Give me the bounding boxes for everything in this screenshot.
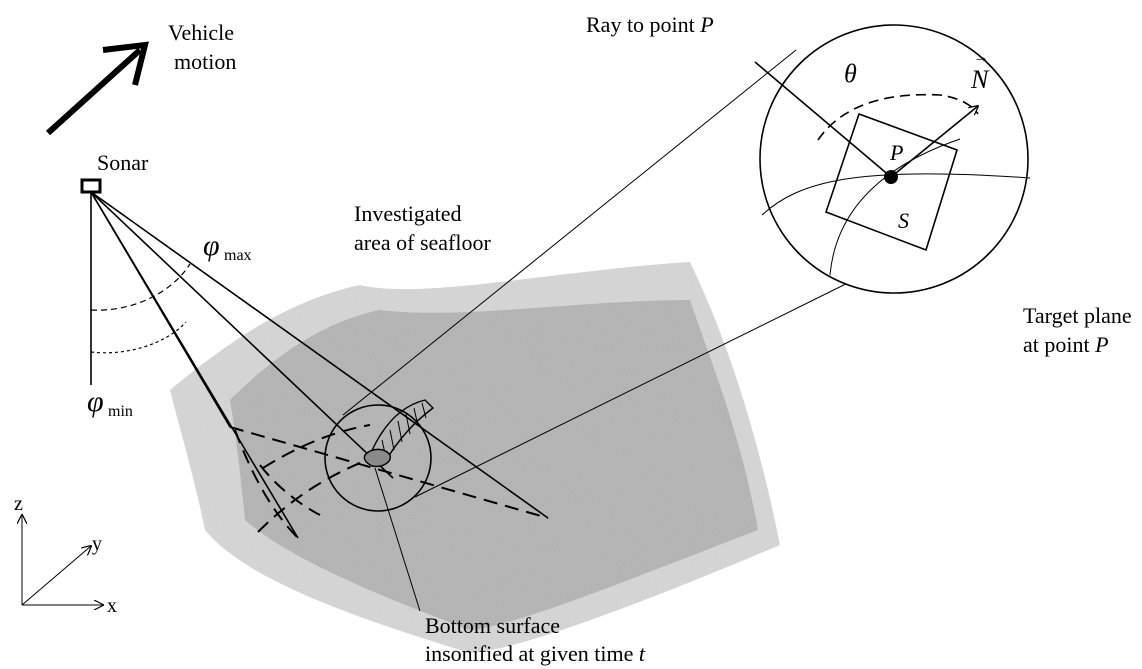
insonified-patch — [363, 399, 435, 468]
zoom-detail-circle — [754, 24, 1031, 294]
axis-z-label: z — [14, 493, 23, 515]
sonar-label: Sonar — [97, 150, 149, 175]
zoom-connector-lines — [342, 49, 875, 498]
vehicle-motion-label-line2: motion — [174, 49, 236, 74]
footprint-dashed-lines — [229, 424, 549, 539]
axis-y-label: y — [92, 533, 102, 555]
phi-max-symbol: φ — [203, 229, 220, 262]
plane-s-label: S — [898, 208, 909, 233]
seafloor-surface — [170, 262, 780, 653]
investigated-area-label-line2: area of seafloor — [354, 230, 491, 255]
phi-max-subscript: max — [224, 247, 252, 264]
vehicle-motion-label-line1: Vehicle — [168, 20, 234, 45]
coordinate-axes — [22, 515, 103, 605]
phi-min-arc — [90, 321, 187, 354]
point-p-label: P — [889, 140, 903, 165]
target-plane-label-line2: at point P — [1023, 332, 1109, 357]
phi-min-symbol: φ — [87, 385, 104, 418]
theta-label: θ — [844, 59, 857, 88]
normal-vector-arrow-glyph: → — [973, 49, 989, 66]
point-p-dot — [884, 170, 898, 184]
normal-vector-label: N — [970, 65, 990, 94]
sonar-icon — [80, 178, 102, 194]
axis-x-label: x — [107, 595, 117, 617]
investigated-area-label-line1: Investigated — [354, 201, 462, 226]
bottom-surface-leader — [374, 467, 421, 612]
vehicle-motion-arrow — [45, 41, 149, 136]
ray-to-point-label: Ray to point P — [586, 12, 714, 37]
bottom-surface-label-line2: insonified at given time t — [425, 641, 646, 666]
phi-min-subscript: min — [108, 403, 133, 420]
bottom-surface-label-line1: Bottom surface — [425, 613, 560, 638]
zoom-source-circle — [324, 404, 432, 512]
target-plane-label-line1: Target plane — [1023, 303, 1132, 328]
phi-max-arc — [90, 263, 191, 311]
